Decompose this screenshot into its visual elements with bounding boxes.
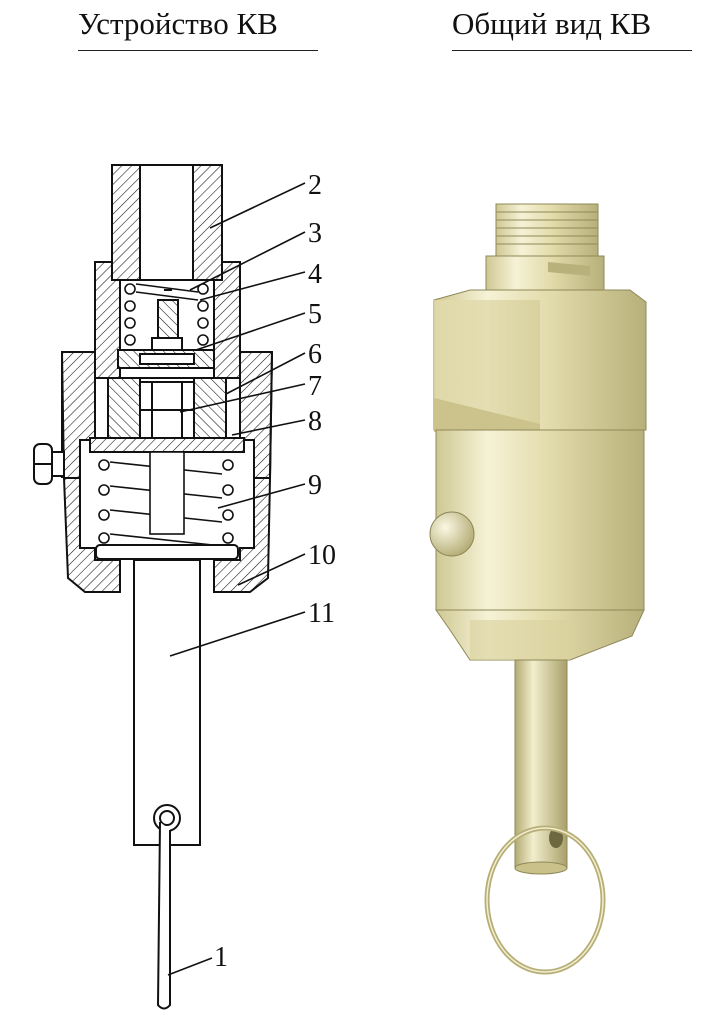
part-1-pull-ring	[156, 821, 171, 1010]
hex-body	[433, 289, 647, 432]
sectional-view	[33, 164, 274, 1010]
part-5-seat	[117, 349, 215, 369]
callout-2: 2	[308, 170, 322, 201]
side-detent-ball	[429, 511, 475, 557]
title-underline-right	[452, 50, 692, 51]
section-view-title: Устройство КВ	[78, 6, 278, 41]
callout-labels: 2 3 4 5 6 7 8 9 10 11 1	[214, 170, 336, 973]
title-underline-left	[78, 50, 318, 51]
pull-ring	[484, 825, 606, 975]
callout-11: 11	[308, 598, 335, 629]
callout-1: 1	[214, 942, 228, 973]
part-2-fitting	[111, 164, 223, 281]
general-view-title: Общий вид КВ	[452, 6, 652, 41]
part-4-upper-spring	[124, 283, 209, 346]
part-8-plate	[89, 437, 245, 453]
lower-housing	[60, 351, 274, 593]
general-view	[429, 203, 647, 975]
part-10-washer	[95, 544, 239, 560]
part-3-needle	[151, 289, 183, 353]
part-6-sleeve	[107, 377, 227, 439]
part-11-rod	[133, 559, 201, 846]
callout-6: 6	[308, 339, 322, 370]
threaded-nipple	[485, 203, 605, 291]
cylinder-body	[435, 429, 645, 661]
pull-rod	[514, 659, 568, 875]
callout-4: 4	[308, 259, 322, 290]
side-screw	[33, 443, 65, 485]
callout-leaders	[167, 182, 306, 976]
callout-7: 7	[308, 371, 322, 402]
callout-3: 3	[308, 218, 322, 249]
part-9-lower-spring	[98, 451, 234, 547]
callout-9: 9	[308, 470, 322, 501]
callout-5: 5	[308, 299, 322, 330]
callout-8: 8	[308, 406, 322, 437]
callout-10: 10	[308, 540, 336, 571]
